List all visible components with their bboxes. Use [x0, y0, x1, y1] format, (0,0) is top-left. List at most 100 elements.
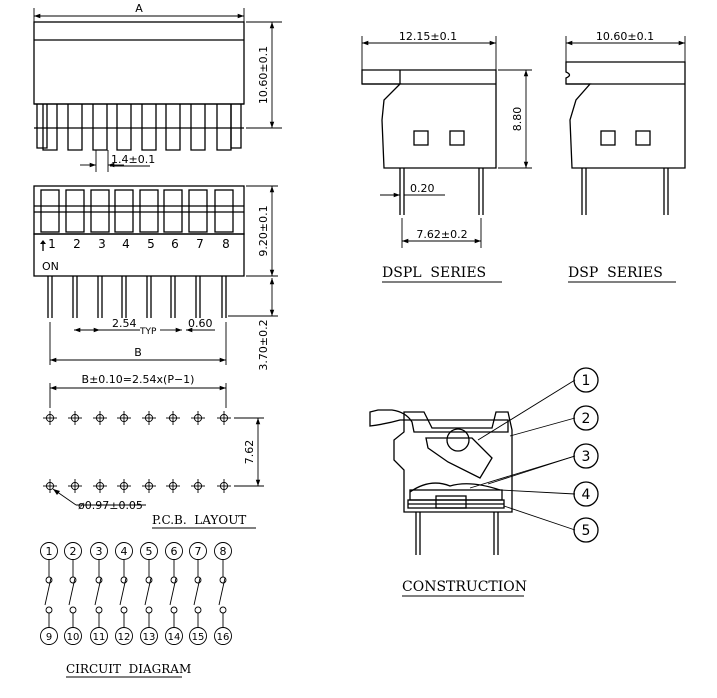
side-pin — [216, 104, 232, 151]
pin-number: 1 — [46, 545, 53, 558]
switch-actuator — [90, 189, 110, 233]
top-leads — [47, 276, 227, 318]
pin-number: 5 — [146, 545, 153, 558]
pin-number: 13 — [143, 632, 156, 643]
contact — [69, 576, 77, 584]
dspl-caption: DSPL SERIES — [382, 265, 486, 281]
callout-number: 1 — [582, 373, 591, 389]
hole-diameter: ø0.97±0.05 — [78, 499, 143, 512]
pin-circle — [64, 542, 82, 560]
side-pin — [141, 104, 157, 151]
dspl-pitch-dim: 7.62±0.2 — [416, 228, 467, 241]
housing — [393, 411, 513, 513]
pin-number: 7 — [195, 545, 202, 558]
contact — [194, 606, 202, 614]
contact — [145, 606, 153, 614]
side-height-dim: 10.60±0.1 — [257, 46, 270, 104]
switch-blade — [94, 577, 102, 606]
contact — [145, 576, 153, 584]
switch-number: 4 — [122, 237, 130, 251]
pcb-caption: P.C.B. LAYOUT — [152, 513, 246, 527]
dspl-series-view: 12.15±0.1 8.80 0.20 7.62±0.2 DSPL SERIES — [361, 30, 532, 283]
callout-number: 4 — [582, 487, 591, 503]
dsp-caption: DSP SERIES — [568, 265, 663, 281]
dspl-lead-dim: 0.20 — [410, 182, 435, 195]
pin-circle — [189, 627, 207, 645]
dsp-width-dim: 10.60±0.1 — [596, 30, 654, 43]
lead-pitch-dim: 2.54 — [112, 317, 137, 330]
circuit-caption: CIRCUIT DIAGRAM — [66, 662, 191, 676]
callout-circle — [573, 405, 599, 431]
side-view: A 10.60±0.1 1.4±0.1 — [33, 2, 282, 172]
contact — [219, 606, 227, 614]
pin-number: 10 — [67, 632, 80, 643]
side-pin — [92, 104, 108, 151]
side-pitch-dim: 1.4±0.1 — [111, 153, 155, 166]
pin-number: 14 — [168, 632, 181, 643]
side-pin — [67, 104, 83, 151]
callout-number: 3 — [582, 449, 591, 465]
pin-circle — [140, 627, 158, 645]
pin-number: 9 — [46, 632, 52, 643]
actuator-lever — [369, 409, 509, 433]
dspl-height-dim: 8.80 — [511, 107, 524, 132]
switch-actuator — [188, 189, 208, 233]
side-body — [33, 21, 245, 105]
pin-circle — [40, 627, 58, 645]
dim-b-label: B — [134, 346, 142, 359]
lead-length-dim: 3.70±0.2 — [257, 319, 270, 370]
pin-circle — [165, 627, 183, 645]
side-pin — [42, 104, 58, 151]
side-pins — [36, 104, 242, 151]
pin-circle — [40, 542, 58, 560]
pcb-layout: B±0.10=2.54x(P−1) 7.62 ø0.97±0.05 P.C.B.… — [43, 373, 264, 529]
pin-circle — [140, 542, 158, 560]
pin-circle — [90, 542, 108, 560]
lead-width-dim: 0.60 — [188, 317, 213, 330]
pcb-row-spacing: 7.62 — [243, 440, 256, 465]
callout-number: 5 — [582, 523, 591, 539]
callout-circle — [573, 367, 599, 393]
callout-circle — [573, 517, 599, 543]
switch-blade — [218, 577, 226, 606]
switch-blade — [193, 577, 201, 606]
pin-circle — [189, 542, 207, 560]
switch-blade — [169, 577, 177, 606]
dsp-body — [565, 61, 686, 169]
pin-circle — [214, 627, 232, 645]
on-label: ON — [42, 260, 59, 273]
pcb-holes — [43, 411, 231, 493]
side-pin — [190, 104, 206, 151]
contact — [219, 576, 227, 584]
contact — [95, 606, 103, 614]
pin-number: 11 — [93, 632, 106, 643]
switch-actuator — [40, 189, 60, 233]
pin-circle — [64, 627, 82, 645]
switch-actuator — [163, 189, 183, 233]
contact — [45, 576, 53, 584]
contact — [194, 576, 202, 584]
side-pin — [165, 104, 181, 151]
callout-circle — [573, 481, 599, 507]
switch-actuator — [139, 189, 159, 233]
side-pin — [36, 104, 48, 149]
side-pin — [116, 104, 132, 151]
typ-label: TYP — [139, 327, 157, 337]
switch-number: 6 — [171, 237, 179, 251]
contact — [120, 576, 128, 584]
pin-circle — [165, 542, 183, 560]
switch-number: 5 — [147, 237, 155, 251]
construction-caption: CONSTRUCTION — [402, 579, 527, 595]
pin-circle — [214, 542, 232, 560]
switch-actuator — [114, 189, 134, 233]
switch-number: 8 — [222, 237, 230, 251]
contact — [170, 576, 178, 584]
dim-a-label: A — [135, 2, 143, 15]
dspl-body — [361, 69, 497, 169]
